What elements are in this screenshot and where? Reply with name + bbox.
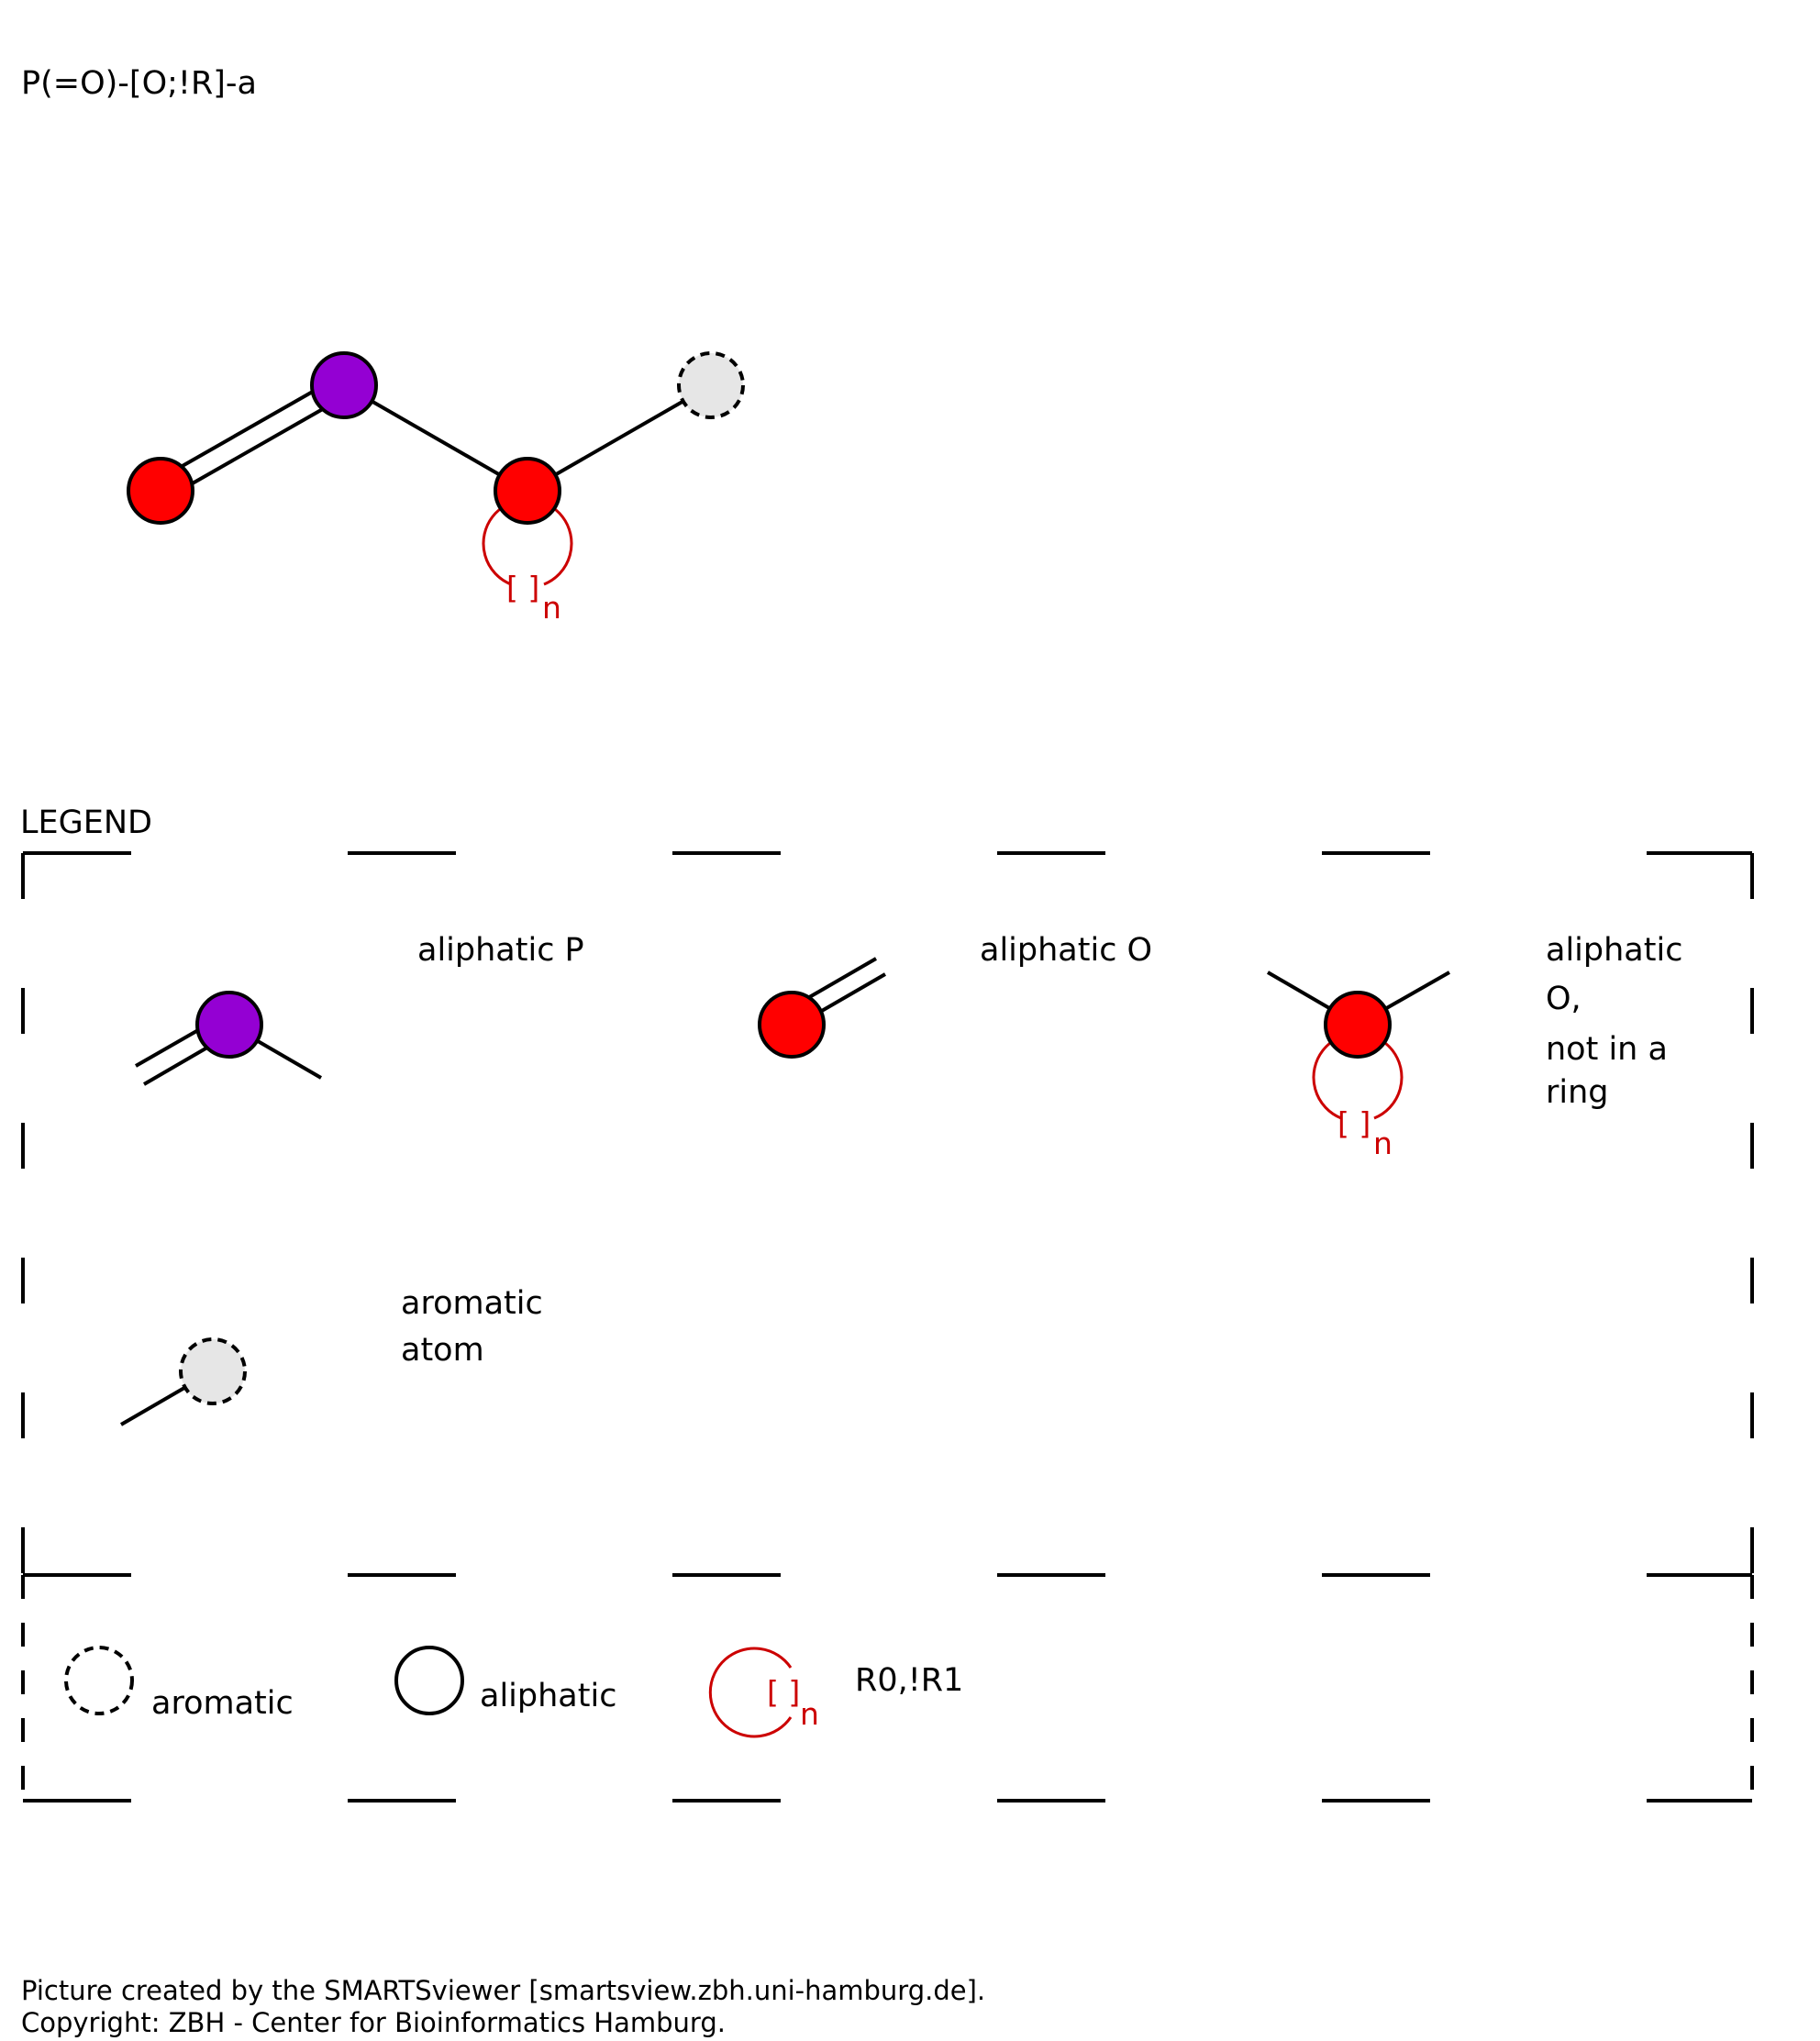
key-aliphatic: aliphatic bbox=[394, 1646, 616, 1715]
legend-label-aromatic-line1: aromatic bbox=[401, 1285, 543, 1322]
ring-marker-n: n bbox=[542, 590, 561, 626]
key-ring-label: R0,!R1 bbox=[855, 1662, 963, 1699]
footer-line1: Picture created by the SMARTSviewer [sma… bbox=[21, 1975, 985, 2006]
legend-aromatic-atom bbox=[179, 1337, 247, 1405]
key-aliphatic-label: aliphatic bbox=[480, 1678, 616, 1714]
legend-title: LEGEND bbox=[20, 804, 152, 841]
atom-oxygen-not-ring bbox=[494, 457, 561, 525]
legend-label-not-ring-line4: ring bbox=[1546, 1074, 1609, 1111]
legend-entry-aliphatic-o-not-ring: [ ] n aliphatic O, not in a ring bbox=[1266, 932, 1682, 1161]
legend-label-aliphatic-o: aliphatic O bbox=[980, 932, 1152, 969]
bond-p-o-double bbox=[180, 383, 335, 486]
ring-marker-bracket: [ ] bbox=[506, 570, 539, 605]
smarts-title: P(=O)-[O;!R]-a bbox=[21, 65, 257, 102]
legend-entry-aliphatic-o: aliphatic O bbox=[758, 932, 1152, 1059]
legend-phosphorus-atom bbox=[195, 991, 263, 1059]
legend-entry-aromatic-atom: aromatic atom bbox=[119, 1285, 543, 1426]
key-ring-bracket: [ ] bbox=[767, 1674, 800, 1710]
key-ring-n: n bbox=[800, 1696, 819, 1732]
key-aromatic-circle bbox=[64, 1646, 134, 1715]
legend-label-aromatic-line2: atom bbox=[401, 1332, 484, 1369]
bond-p-o-single bbox=[343, 383, 528, 493]
atom-phosphorus bbox=[310, 351, 378, 419]
legend-label-not-ring-line1: aliphatic bbox=[1546, 932, 1682, 969]
atom-oxygen-double bbox=[127, 457, 194, 525]
legend-label-not-ring-line3: not in a bbox=[1546, 1031, 1668, 1068]
molecule: [ ] n bbox=[127, 351, 745, 626]
legend-oxygen-ring-atom bbox=[1324, 991, 1392, 1059]
key-aliphatic-circle bbox=[394, 1646, 464, 1715]
legend-label-not-ring-line2: O, bbox=[1546, 981, 1581, 1017]
legend-ring-marker-n: n bbox=[1373, 1126, 1393, 1161]
key-aromatic: aromatic bbox=[64, 1646, 294, 1722]
bond-o-aromatic bbox=[527, 383, 712, 493]
legend-label-aliphatic-p: aliphatic P bbox=[417, 932, 584, 969]
legend-oxygen-atom bbox=[758, 991, 826, 1059]
legend-border bbox=[21, 851, 1754, 1577]
legend-entry-aliphatic-p: aliphatic P bbox=[135, 932, 584, 1086]
key-aromatic-label: aromatic bbox=[151, 1685, 294, 1722]
key-ring: [ ] n R0,!R1 bbox=[708, 1647, 963, 1738]
footer-line2: Copyright: ZBH - Center for Bioinformati… bbox=[21, 2007, 726, 2038]
key-border bbox=[21, 1575, 1754, 1803]
legend-ring-marker-bracket: [ ] bbox=[1337, 1105, 1371, 1141]
atom-aromatic bbox=[677, 351, 745, 419]
key-ring-arc bbox=[708, 1647, 793, 1738]
